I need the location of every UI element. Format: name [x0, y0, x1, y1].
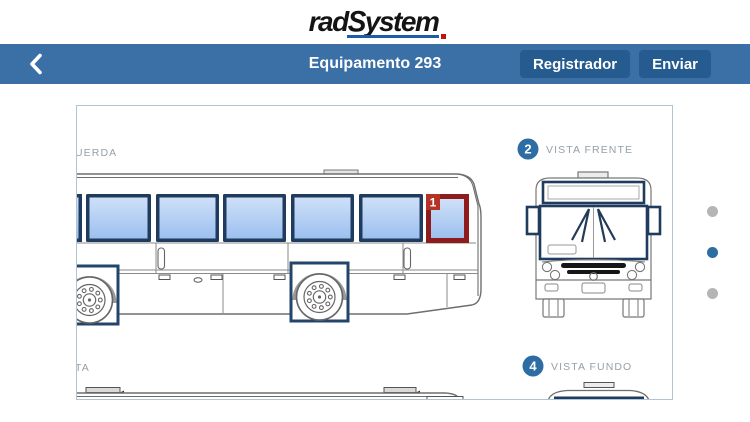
app-header: radSystem: [0, 0, 750, 44]
frente-number: 2: [524, 142, 531, 157]
damage-badge-number: 1: [430, 196, 437, 210]
back-button[interactable]: [28, 44, 43, 84]
chevron-left-icon: [30, 53, 42, 75]
registrador-button[interactable]: Registrador: [519, 50, 631, 78]
radsystem-logo: radSystem: [308, 5, 447, 39]
logo-underline: [346, 35, 440, 38]
bus-diagram-card[interactable]: UERDA: [76, 105, 673, 400]
logo-text-rad: rad: [308, 6, 350, 37]
side-mirrors: [525, 205, 662, 236]
front-wheel: [289, 261, 350, 323]
vista-frente-drawing: [525, 171, 662, 318]
content-area: UERDA: [0, 84, 750, 422]
fundo-number: 4: [529, 359, 537, 374]
view-frente-header: 2 VISTA FRENTE: [517, 138, 633, 160]
pager-dot-2[interactable]: [707, 247, 718, 258]
windshield-edge: [457, 173, 479, 296]
pager-dot-1[interactable]: [707, 206, 718, 217]
window-1[interactable]: [86, 194, 151, 242]
nav-buttons: Registrador Enviar: [519, 50, 711, 78]
marked-window-1[interactable]: 1: [426, 194, 469, 243]
door-handle-left: [157, 247, 166, 270]
pager: [707, 206, 718, 299]
logo-text-s: S: [347, 5, 367, 38]
damage-badge: [426, 194, 440, 210]
window-0[interactable]: [77, 194, 82, 242]
view-fundo-header: 4 VISTA FUNDO: [522, 355, 632, 377]
rear-wheel: [77, 266, 118, 324]
grille-stripe-top: [561, 263, 626, 268]
windshield-wipers: [571, 208, 616, 243]
vista-esquerda-drawing: UERDA: [77, 147, 482, 324]
pager-dot-3[interactable]: [707, 288, 718, 299]
fundo-number-circle: [522, 355, 544, 377]
vista-fundo-drawing: [547, 382, 650, 399]
logo-text-ystem: ystem: [364, 6, 440, 37]
vista-esquerda-label: UERDA: [77, 147, 117, 159]
enviar-button[interactable]: Enviar: [639, 50, 711, 78]
vista-direita-drawing: TA: [77, 362, 464, 399]
vista-direita-label: TA: [77, 362, 90, 374]
frente-number-circle: [517, 138, 539, 160]
logo-red-dot: [441, 34, 447, 39]
side-windows: 1: [77, 194, 469, 243]
grille-stripe-bottom: [567, 270, 620, 274]
window-4[interactable]: [291, 194, 354, 242]
window-2[interactable]: [156, 194, 219, 242]
skirt-latches: [99, 274, 466, 283]
window-5[interactable]: [359, 194, 423, 242]
fundo-label: VISTA FUNDO: [551, 361, 632, 373]
door-handle-right: [403, 247, 412, 270]
bus-views-diagram: UERDA: [77, 138, 662, 399]
navbar: Equipamento 293 Registrador Enviar: [0, 44, 750, 84]
window-3[interactable]: [223, 194, 286, 242]
frente-label: VISTA FRENTE: [546, 144, 633, 156]
